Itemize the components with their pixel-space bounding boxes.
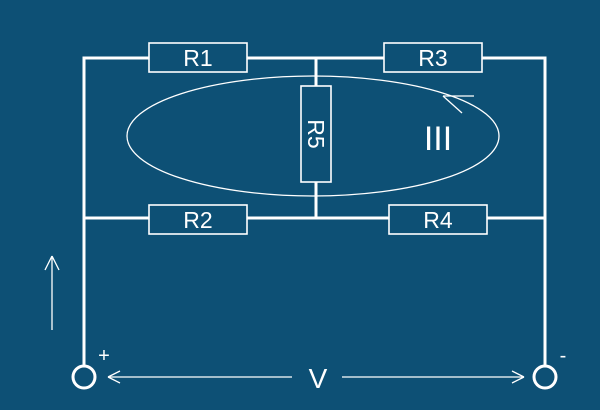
minus-sign: -	[560, 345, 567, 367]
negative-terminal: -	[532, 345, 567, 390]
resistor-r1-label: R1	[183, 45, 212, 71]
resistor-r1: R1	[148, 42, 248, 73]
resistor-r5-label: R5	[303, 119, 329, 148]
voltage-label: V	[309, 363, 328, 394]
loop-arrow-icon	[442, 95, 474, 114]
plus-sign: +	[98, 345, 110, 367]
loop-ellipse	[126, 75, 500, 197]
double-arrow-icon	[107, 370, 525, 384]
loop-label: III	[424, 120, 452, 158]
resistor-r5: R5	[300, 85, 332, 183]
loop-path: III	[126, 75, 500, 197]
resistor-r2-label: R2	[183, 207, 212, 233]
resistor-r3-label: R3	[418, 45, 447, 71]
resistor-r3: R3	[383, 42, 483, 73]
arrow-up-icon	[44, 255, 60, 330]
resistor-r4-label: R4	[423, 207, 453, 233]
positive-terminal: +	[71, 345, 110, 390]
resistor-r4: R4	[388, 204, 488, 235]
resistor-r2: R2	[148, 204, 248, 235]
